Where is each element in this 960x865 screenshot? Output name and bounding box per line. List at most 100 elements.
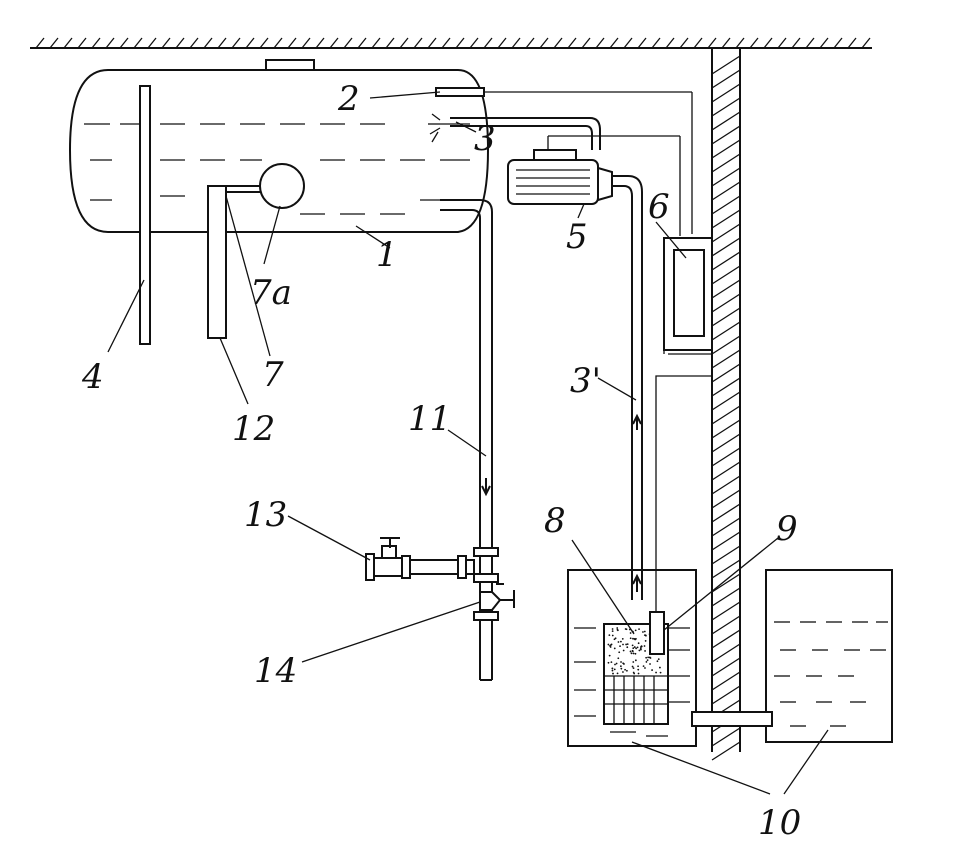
ceiling-hatch-line — [203, 37, 213, 49]
filter-dot — [644, 640, 647, 642]
ceiling-hatch-line — [567, 37, 577, 49]
wall-hatch-line — [711, 293, 741, 313]
filter-dot — [621, 637, 624, 640]
wall-hatch-line — [711, 643, 741, 663]
filter-dot — [647, 656, 650, 659]
filter-dot — [619, 665, 622, 668]
filter-dot — [611, 628, 614, 630]
ceiling-hatch-line — [735, 37, 745, 49]
wall-hatch-line — [711, 503, 741, 523]
label-7: 7 — [262, 355, 284, 395]
ceiling-hatch-line — [357, 37, 367, 49]
ceiling-hatch-line — [259, 37, 269, 49]
filter-dot — [607, 661, 610, 664]
water-tank-left — [567, 569, 697, 747]
filter-dot — [634, 629, 637, 632]
filter-dot — [622, 662, 625, 665]
filter-dot — [639, 648, 642, 651]
ceiling-hatch-line — [413, 37, 423, 49]
filter-dot — [626, 643, 629, 646]
filter-dot — [608, 654, 611, 657]
ceiling-hatch-line — [371, 37, 381, 49]
filter-dot — [639, 647, 642, 650]
ceiling-hatch-line — [147, 37, 157, 49]
ceiling-hatch-line — [49, 37, 59, 49]
label-8: 8 — [544, 501, 566, 541]
ceiling-hatch-line — [35, 37, 45, 49]
filter-dot — [610, 661, 613, 664]
filter-dot — [638, 628, 640, 631]
ceiling-hatch-line — [231, 37, 241, 49]
ceiling-hatch-line — [833, 37, 843, 49]
water-tank-right — [765, 569, 893, 743]
wall-hatch-line — [711, 125, 741, 145]
wall-hatch-line — [711, 727, 741, 747]
filter-dot — [642, 631, 644, 633]
ceiling-hatch-line — [679, 37, 689, 49]
wall-hatch-line — [711, 167, 741, 187]
wall-hatch-line — [711, 377, 741, 397]
wall-hatch-line — [711, 531, 741, 551]
wall-hatch-line — [711, 223, 741, 243]
wall-hatch-line — [711, 587, 741, 607]
wall-hatch-line — [711, 447, 741, 467]
ceiling-hatch-line — [861, 37, 871, 49]
filter-dot — [614, 637, 617, 640]
drain-valve — [479, 583, 515, 611]
filter-dot — [645, 661, 648, 663]
filter-dot — [629, 632, 632, 634]
filter-dot — [632, 637, 634, 640]
filter-dot — [631, 665, 634, 668]
wall-hatch-line — [711, 195, 741, 215]
filter-dot — [659, 666, 661, 669]
filter-dot — [612, 672, 614, 675]
wall-hatch-line — [711, 685, 741, 705]
ceiling-hatch-line — [777, 37, 787, 49]
filter-dot — [655, 671, 657, 674]
ceiling-hatch-line — [819, 37, 829, 49]
wall-hatch-line — [711, 601, 741, 621]
float-assembly — [207, 163, 305, 339]
filter-dot — [637, 668, 640, 671]
level-gauge — [139, 85, 151, 345]
filter-dot — [611, 630, 614, 633]
ceiling-hatch-line — [217, 37, 227, 49]
filter-dot — [615, 662, 618, 665]
wall-hatch-line — [711, 391, 741, 411]
level-switch — [649, 611, 665, 655]
wall-hatch-line — [711, 405, 741, 425]
connecting-pipe — [691, 711, 773, 727]
ceiling-hatch-line — [441, 37, 451, 49]
filter-dot — [644, 650, 646, 652]
filter-dot — [646, 659, 649, 661]
filter-dot — [611, 634, 614, 637]
filter-dot — [656, 660, 659, 663]
ceiling-hatch-line — [77, 37, 87, 49]
wall-hatch-line — [711, 573, 741, 593]
filter-dot — [611, 667, 614, 670]
ceiling-hatch-line — [497, 37, 507, 49]
filter-dot — [631, 644, 634, 647]
ceiling-hatch-line — [105, 37, 115, 49]
filter-dot — [632, 667, 635, 670]
wall-hatch-line — [711, 251, 741, 271]
wall-hatch-line — [711, 181, 741, 201]
filter-dot — [643, 645, 646, 647]
filter-dot — [625, 628, 628, 631]
tank-water-surface — [84, 123, 470, 215]
wall-hatch-line — [711, 559, 741, 579]
wall-hatch-line — [711, 97, 741, 117]
filter-dot — [617, 657, 620, 660]
label-2: 2 — [337, 79, 360, 119]
wall-hatch-line — [711, 237, 741, 257]
filter-dot — [659, 671, 662, 674]
wall-hatch-line — [711, 517, 741, 537]
label-12: 12 — [232, 409, 275, 449]
wall-hatch-line — [711, 55, 741, 75]
filter-dot — [632, 652, 635, 655]
ceiling-hatch-line — [189, 37, 199, 49]
filter-dot — [632, 647, 635, 650]
filter-dot — [638, 649, 641, 652]
